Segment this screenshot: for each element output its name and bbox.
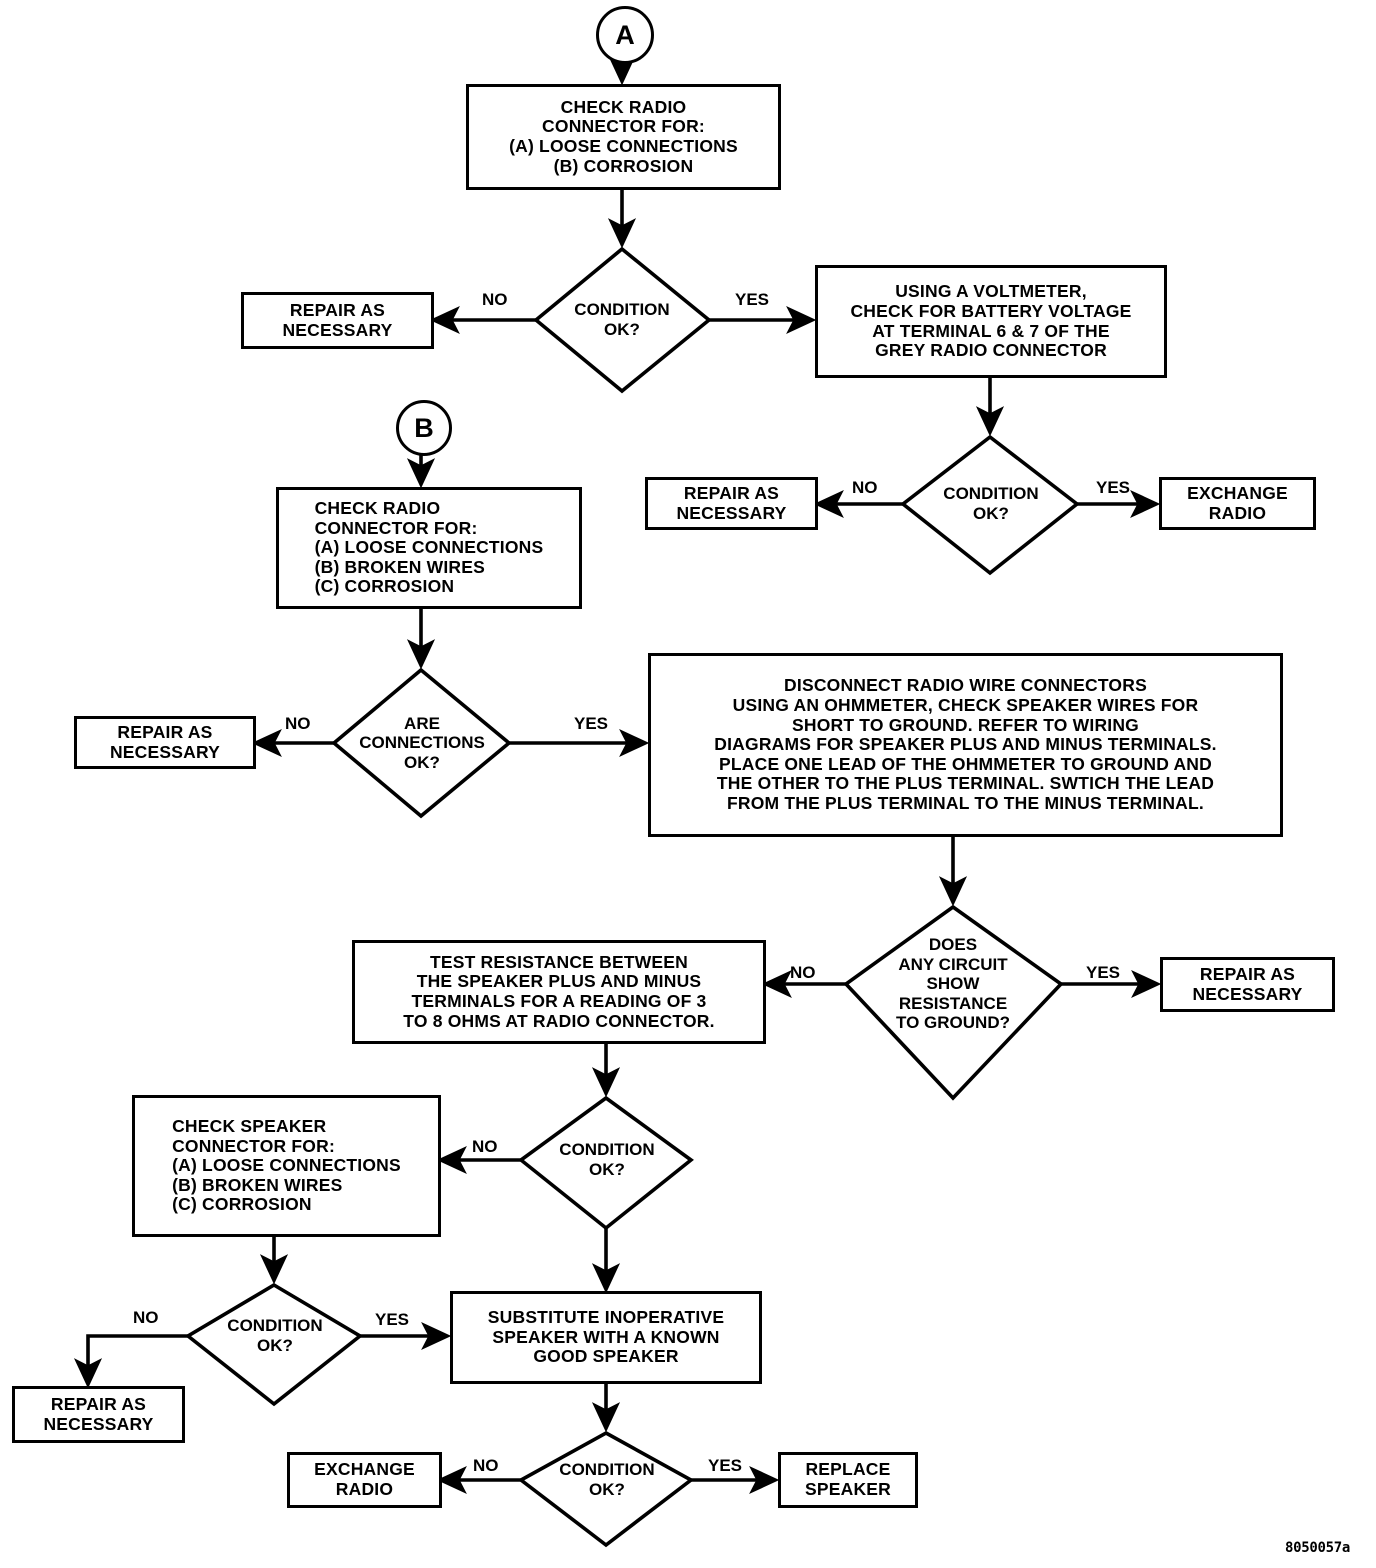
edge-label-no-1: NO — [482, 290, 508, 309]
edge-label-yes-1: YES — [735, 290, 770, 309]
label-condition-ok-2: CONDITION OK? — [943, 484, 1039, 523]
edge-label-no-5: NO — [472, 1137, 498, 1156]
box-using-voltmeter: USING A VOLTMETER, CHECK FOR BATTERY VOL… — [815, 265, 1167, 378]
diamond-condition-ok-5 — [517, 1430, 695, 1548]
edge-label-yes-2: YES — [1096, 478, 1131, 497]
label-condition-ok-4: CONDITION OK? — [227, 1316, 323, 1355]
box-check-radio-connector-2: CHECK RADIO CONNECTOR FOR: (A) LOOSE CON… — [276, 487, 582, 609]
edge-label-yes-4: YES — [1086, 963, 1121, 982]
box-repair-as-necessary-2: REPAIR AS NECESSARY — [645, 477, 818, 530]
label-condition-ok-5: CONDITION OK? — [559, 1460, 655, 1499]
box-test-resistance: TEST RESISTANCE BETWEEN THE SPEAKER PLUS… — [352, 940, 766, 1044]
label-does-any-circuit: DOES ANY CIRCUIT SHOW RESISTANCE TO GROU… — [896, 935, 1010, 1033]
edge-label-yes-5: YES — [375, 1310, 410, 1329]
connector-a-label: A — [615, 19, 635, 50]
diamond-condition-ok-2 — [900, 434, 1080, 576]
box-repair-as-necessary-4: REPAIR AS NECESSARY — [1160, 957, 1335, 1012]
label-are-connections-ok: ARE CONNECTIONS OK? — [359, 713, 485, 772]
box-substitute-speaker: SUBSTITUTE INOPERATIVE SPEAKER WITH A KN… — [450, 1291, 762, 1384]
diamond-condition-ok-4 — [184, 1282, 364, 1407]
box-repair-as-necessary-1: REPAIR AS NECESSARY — [241, 292, 434, 349]
box-check-radio-connector-1: CHECK RADIO CONNECTOR FOR: (A) LOOSE CON… — [466, 84, 781, 190]
label-condition-ok-3: CONDITION OK? — [559, 1140, 655, 1179]
edge-label-no-4: NO — [790, 963, 816, 982]
box-exchange-radio-1: EXCHANGE RADIO — [1159, 477, 1316, 530]
box-exchange-radio-2: EXCHANGE RADIO — [287, 1452, 442, 1508]
edge-label-no-6: NO — [133, 1308, 159, 1327]
figure-id-label: 8050057a — [1285, 1540, 1351, 1556]
box-disconnect-radio-wire: DISCONNECT RADIO WIRE CONNECTORS USING A… — [648, 653, 1283, 837]
box-repair-as-necessary-5: REPAIR AS NECESSARY — [12, 1386, 185, 1443]
edge-label-no-2: NO — [852, 478, 878, 497]
diamond-are-connections-ok — [331, 667, 512, 819]
connector-b-label: B — [414, 412, 434, 443]
diamond-does-any-circuit — [843, 904, 1064, 1101]
label-condition-ok-1: CONDITION OK? — [574, 300, 670, 339]
box-replace-speaker: REPLACE SPEAKER — [778, 1452, 918, 1508]
edge-label-no-3: NO — [285, 714, 311, 733]
diamond-condition-ok-1 — [533, 246, 712, 394]
connector-circle-b: B — [396, 400, 452, 456]
box-repair-as-necessary-3: REPAIR AS NECESSARY — [74, 716, 256, 769]
edge-label-no-7: NO — [473, 1456, 499, 1475]
connector-circle-a: A — [596, 6, 654, 64]
edge-label-yes-6: YES — [708, 1456, 743, 1475]
box-check-speaker-connector: CHECK SPEAKER CONNECTOR FOR: (A) LOOSE C… — [132, 1095, 441, 1237]
diamond-condition-ok-3 — [518, 1095, 694, 1231]
edge-label-yes-3: YES — [574, 714, 609, 733]
